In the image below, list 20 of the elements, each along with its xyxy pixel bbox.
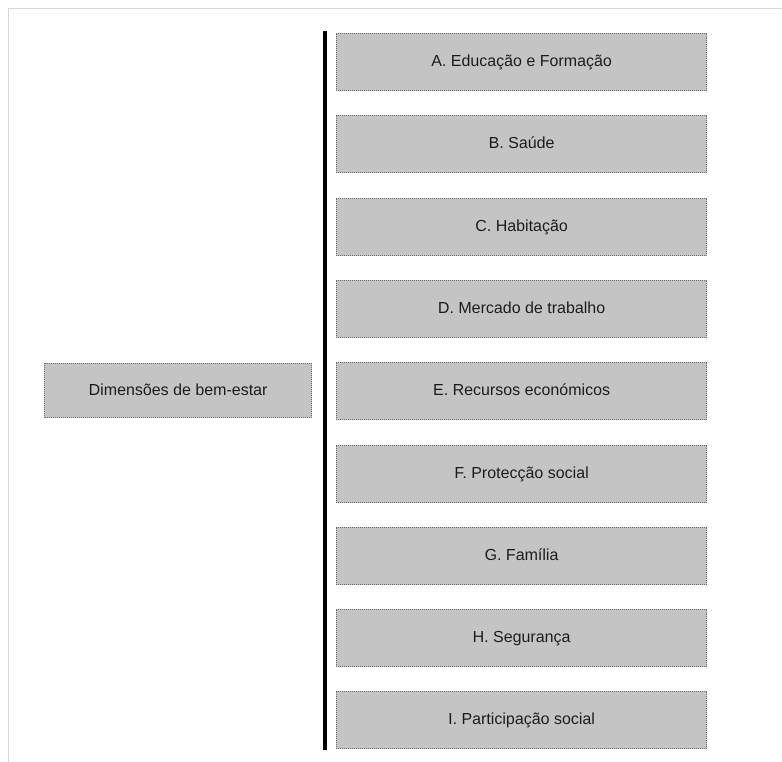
category-box <box>336 280 707 338</box>
category-box <box>336 444 707 502</box>
category-box <box>336 362 707 420</box>
box-label: E. Recursos económicos <box>433 382 610 400</box>
box-label: Dimensões de bem-estar <box>88 382 268 400</box>
box-label: H. Segurança <box>472 629 570 648</box>
box-label: B. Saúde <box>488 135 554 154</box>
box-label: D. Mercado de trabalho <box>438 300 606 318</box>
box-label: F. Protecção social <box>454 464 589 482</box>
category-box <box>336 198 707 256</box>
box-label: A. Educação e Formação <box>431 53 612 71</box>
category-box <box>44 363 312 418</box>
category-box <box>336 33 707 91</box>
category-box <box>336 526 707 585</box>
category-box <box>336 691 707 750</box>
box-label: C. Habitação <box>475 218 568 236</box>
box-label: G. Família <box>484 546 558 565</box>
category-box <box>336 609 707 668</box>
category-box <box>336 115 707 174</box>
box-label: I. Participação social <box>448 711 595 730</box>
